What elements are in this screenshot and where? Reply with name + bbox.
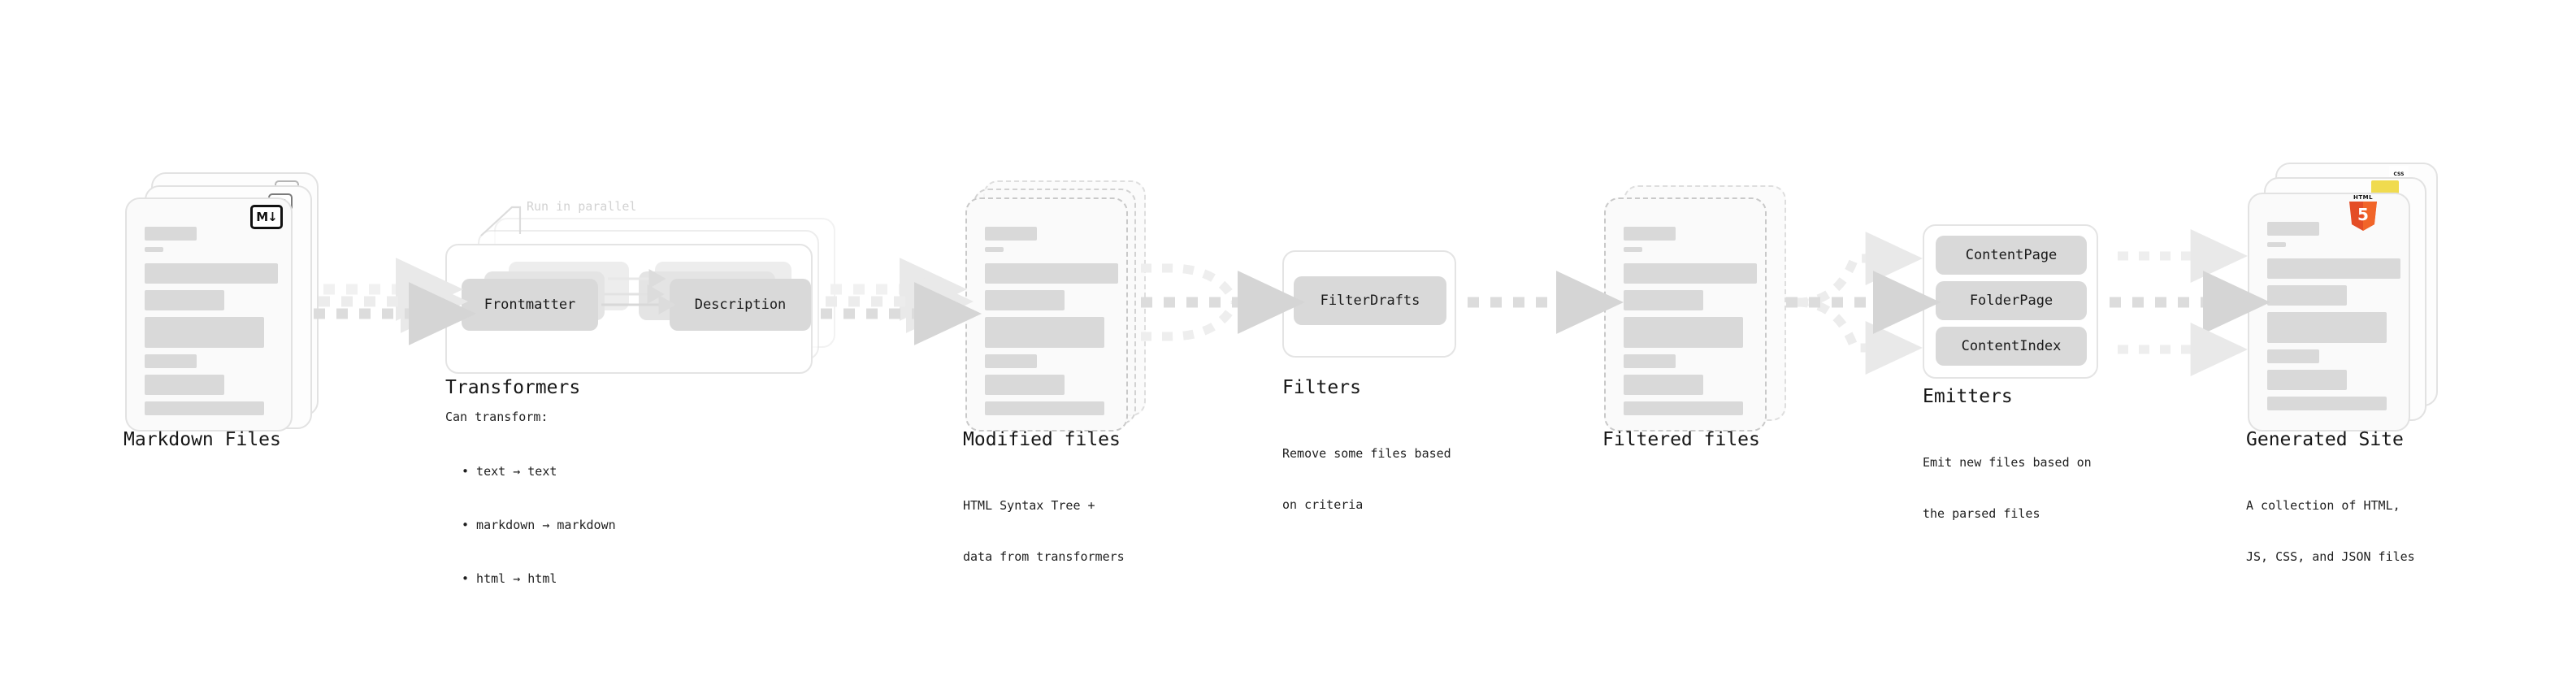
doc-bar — [1624, 354, 1676, 368]
transformers-label: Transformers — [445, 377, 581, 398]
transformer-chip-description[interactable]: Description — [670, 279, 811, 331]
doc-bar — [985, 375, 1065, 395]
filtered-files-label: Filtered files — [1602, 429, 1760, 450]
modified-card-front — [965, 197, 1128, 432]
markdown-files-label: Markdown Files — [124, 429, 281, 450]
arrow-markdown-to-transformers — [314, 258, 476, 345]
emitters-desc-line: the parsed files — [1923, 506, 2040, 521]
transformer-bullet: • html → html — [462, 571, 557, 586]
filtered-card-bars — [1624, 227, 1757, 422]
transformers-bullets: • text → text • markdown → markdown • ht… — [452, 427, 616, 623]
doc-bar — [985, 227, 1037, 241]
doc-bar — [985, 290, 1065, 310]
doc-bar — [1624, 401, 1743, 415]
emitters-desc-line: Emit new files based on — [1923, 455, 2092, 470]
doc-bar — [1624, 375, 1703, 395]
doc-bar — [1624, 263, 1757, 284]
doc-bar — [2267, 370, 2347, 390]
doc-bar — [2267, 222, 2319, 236]
markdown-badge: M↓ — [250, 205, 283, 229]
modified-files-desc: HTML Syntax Tree + data from transformer… — [963, 463, 1125, 600]
html5-shield: 5 — [2349, 202, 2377, 231]
filters-desc-line: Remove some files based — [1282, 446, 1451, 461]
doc-bar — [145, 247, 163, 252]
generated-site-desc-line: A collection of HTML, — [2246, 498, 2400, 513]
arrow-emitters-to-site — [2110, 229, 2270, 376]
doc-bar — [1624, 227, 1676, 241]
generated-site-desc: A collection of HTML, JS, CSS, and JSON … — [2246, 463, 2415, 600]
doc-bar — [1624, 247, 1642, 252]
doc-bar — [1624, 290, 1703, 310]
doc-bar — [2267, 285, 2347, 306]
emitter-chip-contentpage[interactable]: ContentPage — [1936, 236, 2087, 275]
doc-bar — [985, 354, 1037, 368]
transformer-chip-frontmatter[interactable]: Frontmatter — [462, 279, 598, 331]
emitters-desc: Emit new files based on the parsed files — [1923, 420, 2092, 557]
doc-bar — [2267, 242, 2286, 247]
doc-bar — [145, 290, 224, 310]
doc-bar — [145, 401, 264, 415]
filter-chip-filterdrafts[interactable]: FilterDrafts — [1294, 276, 1446, 325]
doc-bar — [985, 247, 1004, 252]
markdown-card-bars — [145, 227, 278, 422]
doc-bar — [145, 263, 278, 284]
site-card-bars — [2267, 222, 2400, 417]
doc-bar — [1624, 317, 1743, 348]
arrow-filtered-to-emitters — [1786, 232, 1941, 375]
run-in-parallel-label: Run in parallel — [527, 199, 637, 214]
emitter-chip-contentindex[interactable]: ContentIndex — [1936, 327, 2087, 366]
doc-bar — [2267, 349, 2319, 363]
filters-desc-line: on criteria — [1282, 497, 1364, 512]
markdown-card-front — [125, 197, 293, 432]
generated-site-desc-line: JS, CSS, and JSON files — [2246, 549, 2415, 564]
doc-bar — [145, 227, 197, 241]
doc-bar — [985, 317, 1104, 348]
emitters-label: Emitters — [1923, 386, 2013, 407]
emitter-chip-folderpage[interactable]: FolderPage — [1936, 281, 2087, 320]
arrow-transformers-to-modified — [821, 258, 982, 345]
transformer-bullet: • text → text — [462, 464, 557, 479]
doc-bar — [985, 401, 1104, 415]
filtered-card-front — [1604, 197, 1767, 432]
transformers-desc-heading: Can transform: — [445, 410, 549, 424]
filters-label: Filters — [1282, 377, 1361, 398]
doc-bar — [145, 317, 264, 348]
html5-icon: HTML 5 — [2348, 195, 2378, 231]
modified-card-bars — [985, 227, 1118, 422]
modified-files-desc-line: data from transformers — [963, 549, 1125, 564]
doc-bar — [2267, 258, 2400, 279]
doc-bar — [985, 263, 1118, 284]
site-card-front — [2248, 193, 2410, 432]
filters-desc: Remove some files based on criteria — [1282, 411, 1451, 548]
modified-files-desc-line: HTML Syntax Tree + — [963, 498, 1095, 513]
transformer-bullet: • markdown → markdown — [462, 518, 616, 532]
arrow-modified-to-filters — [1141, 263, 1305, 341]
generated-site-label: Generated Site — [2246, 429, 2404, 450]
html5-caption: HTML — [2353, 194, 2374, 201]
doc-bar — [145, 375, 224, 395]
doc-bar — [145, 354, 197, 368]
doc-bar — [2267, 312, 2387, 343]
modified-files-label: Modified files — [963, 429, 1121, 450]
html5-digit: 5 — [2357, 204, 2369, 224]
doc-bar — [2267, 397, 2387, 410]
